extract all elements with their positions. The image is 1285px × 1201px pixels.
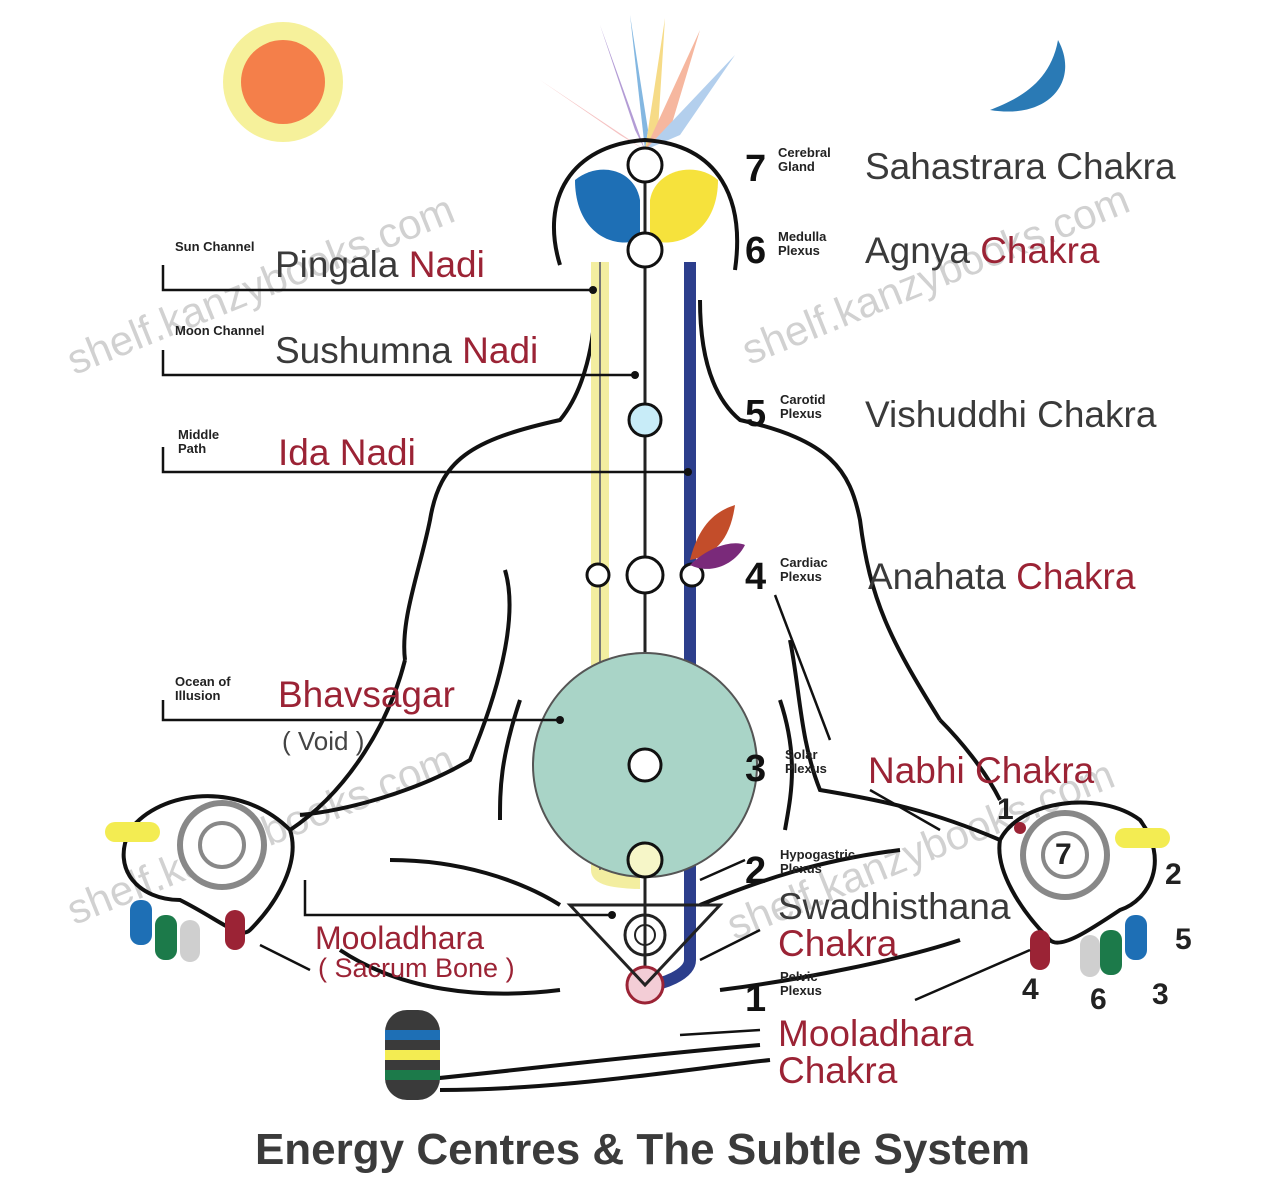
chakra-7-name: Sahastrara Chakra <box>865 148 1176 185</box>
right-hand-palm-icon <box>1014 813 1170 977</box>
moon-icon <box>990 40 1065 112</box>
nadi-pingala-name: Pingala Nadi <box>275 246 485 283</box>
nadi-sushumna-name: Sushumna Nadi <box>275 332 538 369</box>
chakra-6-node <box>628 233 662 267</box>
chakra-4-number: 4 <box>745 558 766 596</box>
chakra-2-number: 2 <box>745 852 766 890</box>
chakra-6-number: 6 <box>745 232 766 270</box>
chakra-3-name: Nabhi Chakra <box>868 752 1094 789</box>
chakra-1-plexus: Pelvic Plexus <box>780 970 850 997</box>
nadi-pingala-channel: Sun Channel <box>175 240 265 254</box>
chakra-5-number: 5 <box>745 395 766 433</box>
mooladhara-sub: ( Sacrum Bone ) <box>318 955 515 982</box>
chakra-6-plexus: Medulla Plexus <box>778 230 858 257</box>
heart-lotus-icon <box>690 505 745 569</box>
chakra-4-plexus: Cardiac Plexus <box>780 556 860 583</box>
sun-icon <box>223 22 343 142</box>
right-hand-number: 6 <box>1090 985 1107 1015</box>
chakra-6-name: Agnya Chakra <box>865 232 1099 269</box>
nadi-sushumna-channel: Moon Channel <box>175 324 265 338</box>
chakra-3-number: 3 <box>745 750 766 788</box>
diagram-title: Energy Centres & The Subtle System <box>0 1125 1285 1175</box>
chakra-4-node <box>627 557 663 593</box>
chakra-3-node <box>629 749 661 781</box>
kundalini-coil-icon <box>385 1010 440 1100</box>
chakra-2-plexus: Hypogastric Plexus <box>780 848 880 875</box>
bhavsagar-name: Bhavsagar <box>278 676 455 713</box>
right-hand-number: 1 <box>997 795 1014 825</box>
nadi-ida-name: Ida Nadi <box>278 434 416 471</box>
left-brain-lobe <box>575 170 640 243</box>
right-hand-number: 7 <box>1055 840 1072 870</box>
right-hand-number: 4 <box>1022 975 1039 1005</box>
chakra-5-name: Vishuddhi Chakra <box>865 396 1156 433</box>
chakra-4-name: Anahata Chakra <box>868 558 1135 595</box>
nadi-ida-channel: Middle Path <box>178 428 248 455</box>
mooladhara-name: Mooladhara <box>315 922 484 954</box>
chakra-2-name-a: Swadhisthana <box>778 888 1010 925</box>
left-hand-palm-icon <box>105 803 264 962</box>
chakra-7-number: 7 <box>745 150 766 188</box>
chakra-3-plexus: Solar Plexus <box>785 748 860 775</box>
chakra-5-node <box>629 404 661 436</box>
chakra-2-node <box>628 843 662 877</box>
right-hand-number: 3 <box>1152 980 1169 1010</box>
right-brain-lobe <box>650 170 718 243</box>
chakra-1-number: 1 <box>745 980 766 1018</box>
bhavsagar-sub: ( Void ) <box>282 728 364 754</box>
chakra-1-name-a: Mooladhara <box>778 1015 973 1052</box>
chakra-5-plexus: Carotid Plexus <box>780 393 860 420</box>
right-hand-number: 5 <box>1175 925 1192 955</box>
chakra-2-name-b: Chakra <box>778 925 897 962</box>
chakra-1-name-b: Chakra <box>778 1052 897 1089</box>
crown-lotus-icon <box>540 15 735 150</box>
chakra-7-node <box>628 148 662 182</box>
chakra-7-plexus: Cerebral Gland <box>778 146 860 173</box>
bhavsagar-channel: Ocean of Illusion <box>175 675 270 702</box>
right-hand-number: 2 <box>1165 860 1182 890</box>
